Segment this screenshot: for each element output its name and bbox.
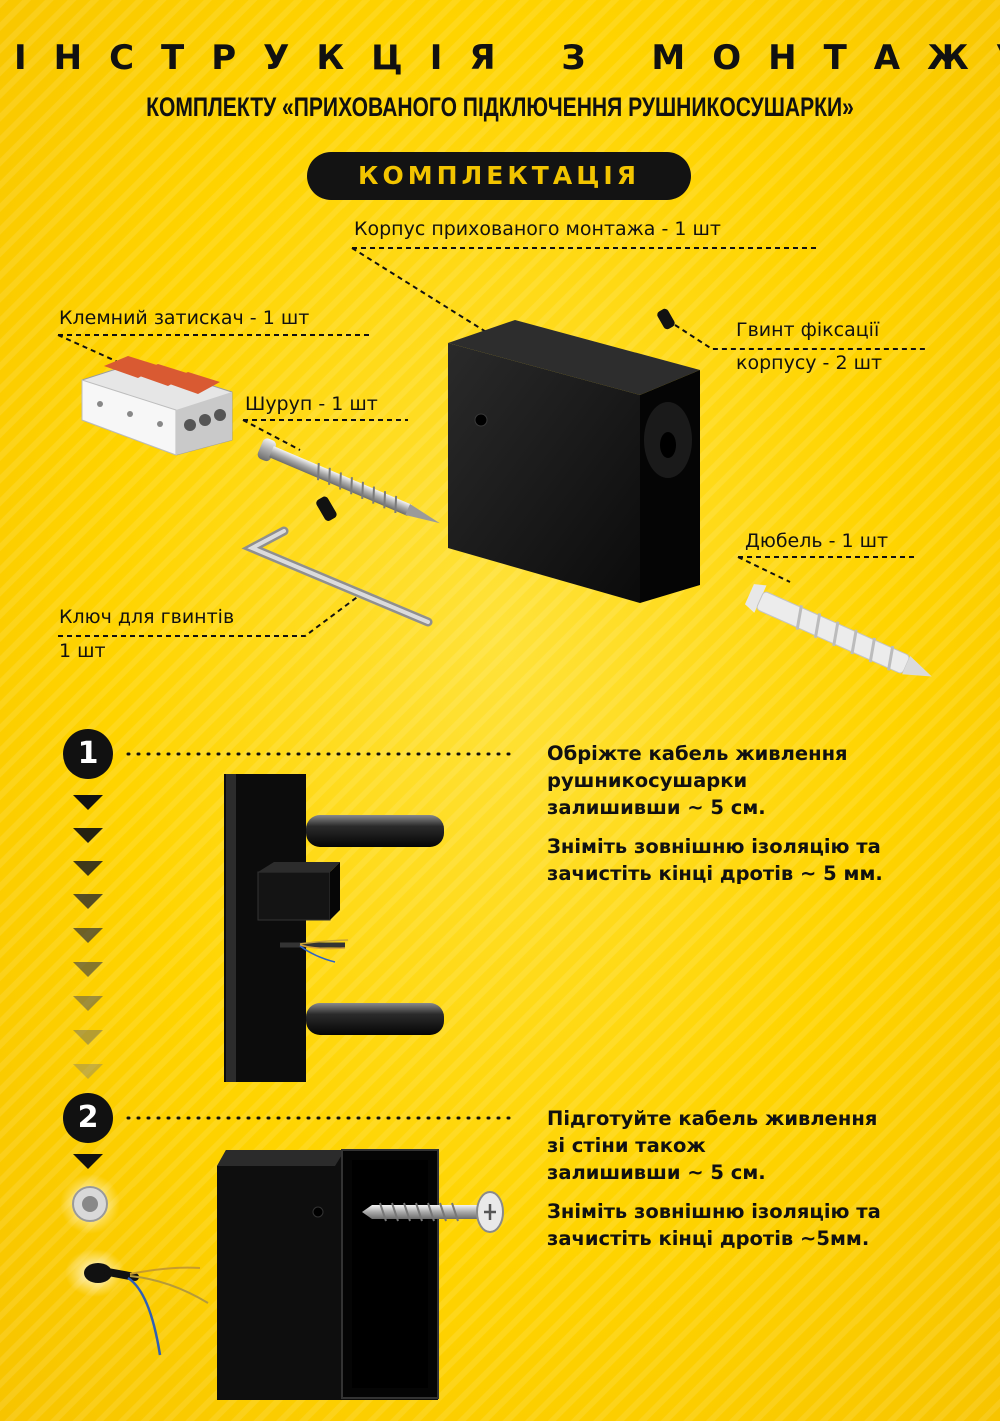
terminal-block-illustration [81,356,233,456]
step-2-line: зачистіть кінці дротів ~5мм. [547,1227,870,1250]
step-1-text: Обріжте кабель живлення рушникосушарки з… [547,740,987,887]
step-2-line: Зніміть зовнішню ізоляцію та [547,1200,881,1223]
mounting-screw-illustration [362,1191,504,1233]
grub-screw-illustration [316,308,675,521]
wood-screw-illustration [257,438,440,524]
step-1-line: рушникосушарки [547,769,748,792]
step-1-line: Обріжте кабель живлення [547,742,848,765]
label-dowel: Дюбель - 1 шт [745,530,889,552]
step-arrow-chain [73,795,103,1169]
step-2-text: Підготуйте кабель живлення зі стіни тако… [547,1105,987,1252]
housing-front-illustration [217,1149,439,1400]
step-1-line: Зніміть зовнішню ізоляцію та [547,835,881,858]
label-fixing-screw-2: корпусу - 2 шт [736,352,883,374]
dowel-illustration [744,584,932,677]
label-terminal-clamp: Клемний затискач - 1 шт [59,307,310,329]
step-2-badge: 2 [63,1093,113,1143]
leader-lines [57,247,928,637]
label-hex-key-1: Ключ для гвинтів [59,606,235,628]
wall-cable-illustration [65,1249,209,1356]
step-connectors [126,752,520,1120]
label-hex-key-2: 1 шт [59,640,106,662]
step-1-line: залишивши ~ 5 см. [547,796,766,819]
kit-heading-badge: КОМПЛЕКТАЦІЯ [307,152,691,200]
page-subtitle: КОМПЛЕКТУ «ПРИХОВАНОГО ПІДКЛЮЧЕННЯ РУШНИ… [146,92,854,122]
wall-dowel-illustration [60,1174,120,1234]
label-fixing-screw-1: Гвинт фіксації [736,319,880,341]
housing-illustration [448,320,700,603]
step-1-line: зачистіть кінці дротів ~ 5 мм. [547,862,883,885]
hex-key-illustration [241,526,433,627]
towel-dryer-illustration [224,774,444,1082]
label-wood-screw: Шуруп - 1 шт [245,393,378,415]
step-2-line: залишивши ~ 5 см. [547,1161,766,1184]
page-title: ІНСТРУКЦІЯ З МОНТАЖУ [14,38,1000,78]
step-2-line: зі стіни також [547,1134,706,1157]
step-1-badge: 1 [63,729,113,779]
step-2-line: Підготуйте кабель живлення [547,1107,878,1130]
label-housing: Корпус прихованого монтажа - 1 шт [354,218,721,240]
